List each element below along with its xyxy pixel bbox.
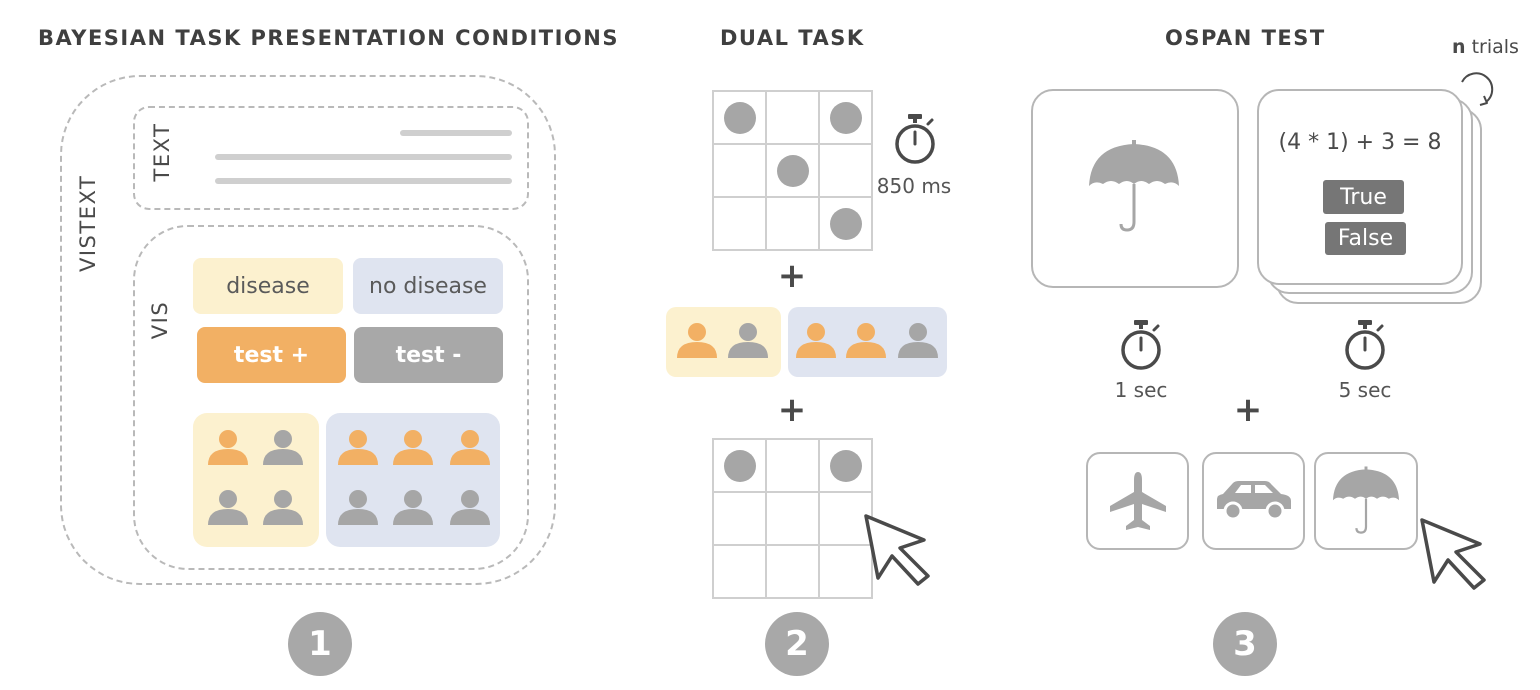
- grid-dot: [829, 101, 862, 134]
- timer-label-1sec: 1 sec: [1114, 378, 1168, 402]
- grid-dot: [829, 207, 862, 240]
- stopwatch-icon: [895, 114, 935, 164]
- timer-label-850ms: 850 ms: [876, 174, 952, 198]
- trials-text: trials: [1465, 36, 1519, 58]
- dot-grid-recall[interactable]: [712, 438, 873, 599]
- text-line: [215, 178, 512, 184]
- grid-dot: [776, 154, 809, 187]
- timer-label-5sec: 5 sec: [1338, 378, 1392, 402]
- person-orange-icon: [677, 323, 717, 358]
- step-badge-2: 2: [765, 612, 829, 676]
- text-line: [215, 154, 512, 160]
- equation-text: (4 * 1) + 3 = 8: [1278, 130, 1442, 155]
- true-button[interactable]: True: [1323, 180, 1404, 214]
- no-disease-label: no disease: [353, 258, 503, 314]
- trials-n: n: [1452, 36, 1466, 58]
- option-car[interactable]: [1202, 452, 1305, 550]
- stopwatch-icon: [1121, 320, 1161, 370]
- plus-sign: +: [777, 256, 807, 296]
- step-badge-3: 3: [1213, 612, 1277, 676]
- grid-dot: [723, 449, 756, 482]
- text-line: [400, 130, 512, 136]
- option-airplane[interactable]: [1086, 452, 1189, 550]
- person-orange-icon: [796, 323, 836, 358]
- test-positive-label: test +: [197, 327, 346, 383]
- umbrella-icon: [1332, 466, 1400, 534]
- false-button[interactable]: False: [1325, 222, 1406, 255]
- disease-label: disease: [193, 258, 343, 314]
- vis-region: [133, 225, 529, 570]
- text-region: [133, 106, 529, 210]
- car-icon: [1216, 481, 1291, 521]
- dot-grid-memorize: [712, 90, 873, 251]
- person-gray-icon: [728, 323, 768, 358]
- stopwatch-icon: [1345, 320, 1385, 370]
- cursor-icon: [864, 514, 930, 586]
- option-umbrella[interactable]: [1314, 452, 1418, 550]
- plus-sign: +: [777, 390, 807, 430]
- grid-dot: [829, 449, 862, 482]
- umbrella-icon: [1089, 140, 1179, 232]
- panel3-title: OSPAN TEST: [1165, 26, 1326, 50]
- panel1-title: BAYESIAN TASK PRESENTATION CONDITIONS: [38, 26, 619, 50]
- vistext-region: [60, 75, 556, 585]
- airplane-icon: [1109, 472, 1166, 530]
- no-disease-group: [788, 307, 947, 377]
- cursor-icon: [1420, 518, 1486, 590]
- step-badge-1: 1: [288, 612, 352, 676]
- person-gray-icon: [898, 323, 938, 358]
- panel2-title: DUAL TASK: [720, 26, 865, 50]
- plus-sign: +: [1233, 390, 1263, 430]
- person-orange-icon: [846, 323, 886, 358]
- trials-label: n trials: [1452, 36, 1519, 58]
- grid-dot: [723, 101, 756, 134]
- repeat-arrow-icon: [1461, 72, 1494, 106]
- test-negative-label: test -: [354, 327, 503, 383]
- disease-group: [666, 307, 781, 377]
